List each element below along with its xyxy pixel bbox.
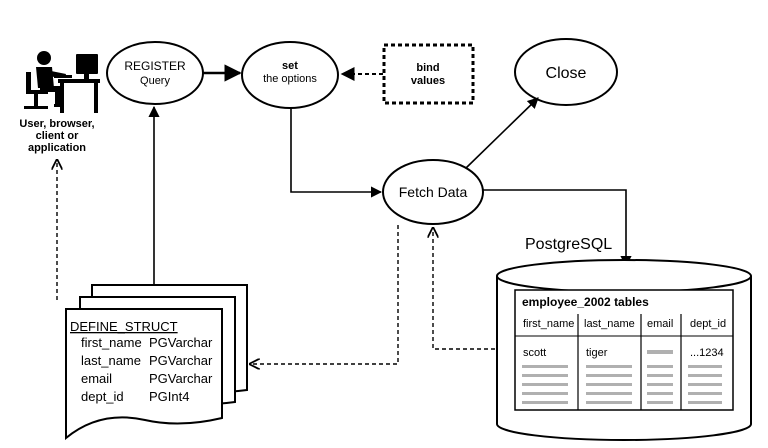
field-name: last_name — [81, 353, 141, 368]
register-title: REGISTER — [124, 59, 186, 73]
column-header: first_name — [523, 318, 574, 330]
placeholder-rows — [522, 365, 722, 404]
field-type: PGVarchar — [149, 335, 213, 350]
placeholder-row-line — [647, 350, 673, 354]
field-name: email — [81, 371, 112, 386]
fetch-to-close-arrow — [465, 97, 539, 169]
define-struct-document — [65, 284, 248, 441]
set-options-title: set — [282, 60, 298, 72]
user-label-line-2: client or — [36, 130, 80, 142]
person-at-computer-icon — [24, 51, 100, 113]
database-name: PostgreSQL — [525, 236, 612, 253]
field-type: PGVarchar — [149, 371, 213, 386]
define-struct-title: DEFINE_STRUCT — [70, 319, 178, 334]
fetch-data-node — [382, 159, 484, 225]
field-type: PGInt4 — [149, 389, 189, 404]
employee-table — [514, 289, 734, 411]
user-label-line-1: User, browser, — [19, 118, 94, 130]
close-node — [514, 38, 618, 106]
bind-values-line-2: values — [411, 75, 445, 87]
set-options-subtitle: the options — [263, 73, 317, 85]
fetch-data-label: Fetch Data — [399, 184, 468, 200]
set-to-fetch-arrow — [290, 108, 383, 198]
database-to-fetch-arrow — [433, 228, 495, 350]
table-title: employee_2002 tables — [522, 295, 649, 309]
column-header: email — [647, 318, 673, 330]
field-name: first_name — [81, 335, 142, 350]
column-header: last_name — [584, 318, 635, 330]
register-subtitle: Query — [140, 75, 170, 87]
field-type: PGVarchar — [149, 353, 213, 368]
bind-values-line-1: bind — [416, 62, 439, 74]
bind-values-node — [382, 43, 475, 105]
column-header: dept_id — [690, 318, 726, 330]
register-query-node — [106, 41, 204, 105]
field-name: dept_id — [81, 389, 124, 404]
fetch-to-database-arrow — [483, 189, 632, 268]
close-label: Close — [546, 65, 587, 82]
table-cell: tiger — [586, 347, 608, 359]
set-options-node — [241, 41, 339, 109]
fetch-to-struct-arrow — [250, 225, 399, 364]
user-label-line-3: application — [28, 142, 86, 154]
table-cell: ...1234 — [690, 347, 724, 359]
table-cell: scott — [523, 347, 546, 359]
